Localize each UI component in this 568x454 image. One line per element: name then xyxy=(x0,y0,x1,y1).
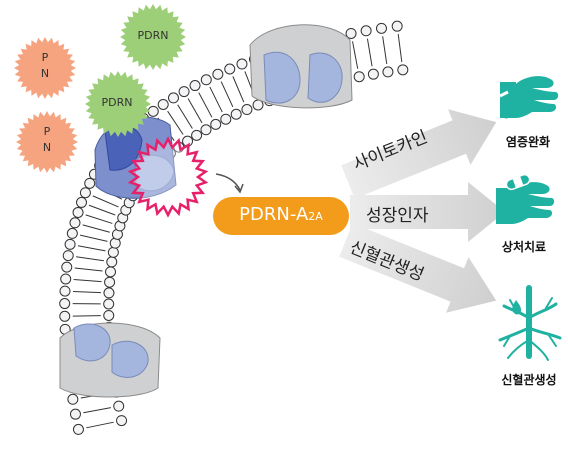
lipid-head xyxy=(104,310,114,320)
lipid-head xyxy=(237,59,247,69)
outcome-label-wound-healing: 상처치료 xyxy=(486,238,562,255)
outcome-label-angiogenesis: 신혈관생성 xyxy=(490,371,568,388)
lipid-head xyxy=(62,262,72,272)
lipid-tail xyxy=(78,246,106,251)
lipid-head xyxy=(117,416,127,426)
lipid-head xyxy=(70,218,80,228)
lipid-head xyxy=(106,267,116,277)
lipid-head xyxy=(85,178,95,188)
lipid-tail xyxy=(367,39,372,67)
lipid-head xyxy=(61,274,71,284)
lipid-head xyxy=(213,69,223,79)
lipid-head xyxy=(179,87,189,97)
lipid-tail xyxy=(73,316,101,317)
lipid-tail xyxy=(86,422,113,428)
lipid-head xyxy=(225,64,235,74)
lipid-tail xyxy=(188,99,202,123)
lipid-tail xyxy=(75,268,103,271)
lipid-head xyxy=(60,286,70,296)
blood-vessel-icon xyxy=(500,288,560,360)
lipid-tail xyxy=(221,82,233,107)
lipid-head xyxy=(70,409,80,419)
lipid-head xyxy=(60,299,70,309)
lipid-head xyxy=(63,251,73,261)
lipid-tail xyxy=(398,34,402,62)
lipid-head xyxy=(192,130,202,140)
lipid-tail xyxy=(233,76,244,102)
lipid-head xyxy=(354,72,364,82)
lipid-tail xyxy=(76,257,104,261)
lipid-tail xyxy=(89,205,115,215)
outcome-label-inflammation: 염증완화 xyxy=(490,133,566,150)
receptor-label: PDRN-A2A xyxy=(213,204,349,228)
lipid-head xyxy=(383,67,393,77)
arrow-label-growth-factor: 성장인자 xyxy=(366,201,476,226)
lipid-head xyxy=(158,100,168,110)
lipid-head xyxy=(107,257,117,267)
lipid-head xyxy=(231,109,241,119)
lipid-tail xyxy=(83,408,111,413)
lipid-head xyxy=(168,93,178,103)
receptor-label-main: PDRN-A xyxy=(239,204,308,225)
membrane-protein-bottom xyxy=(60,323,160,397)
lipid-head xyxy=(201,125,211,135)
lipid-tail xyxy=(199,93,212,118)
lipid-tail xyxy=(383,36,387,64)
lipid-tail xyxy=(83,225,110,232)
lipid-head xyxy=(368,69,378,79)
lipid-head xyxy=(108,247,118,257)
pn-label-1: P N xyxy=(32,50,58,82)
lipid-head xyxy=(80,188,90,198)
lipid-head xyxy=(361,26,371,36)
lipid-head xyxy=(376,23,386,33)
lipid-head xyxy=(65,239,75,249)
hand-drop-icon xyxy=(500,76,558,118)
lipid-head xyxy=(105,277,115,287)
lipid-tail xyxy=(93,196,119,207)
lipid-head xyxy=(73,424,83,434)
lipid-head xyxy=(104,288,114,298)
pdrn-label-1: PDRN xyxy=(118,29,188,42)
lipid-head xyxy=(68,394,78,404)
lipid-head xyxy=(114,401,124,411)
lipid-head xyxy=(190,81,200,91)
lipid-head xyxy=(77,197,87,207)
membrane-protein-top xyxy=(250,25,352,108)
lipid-head xyxy=(221,114,231,124)
lipid-head xyxy=(201,75,211,85)
lipid-head xyxy=(73,207,83,217)
lipid-head xyxy=(392,21,402,31)
lipid-head xyxy=(67,228,77,238)
lipid-tail xyxy=(178,105,193,129)
pdrn-label-2: PDRN xyxy=(82,96,152,109)
lipid-head xyxy=(104,299,114,309)
lipid-head xyxy=(211,119,221,129)
hand-bandage-icon xyxy=(496,173,554,224)
lipid-head xyxy=(242,105,252,115)
lipid-tail xyxy=(86,215,113,224)
lipid-tail xyxy=(210,87,222,112)
lipid-head xyxy=(60,311,70,321)
receptor-label-sub: 2A xyxy=(308,210,323,223)
lipid-head xyxy=(398,65,408,75)
lipid-tail xyxy=(74,280,102,282)
lipid-tail xyxy=(353,41,358,69)
lipid-tail xyxy=(80,235,107,241)
pn-label-2: P N xyxy=(34,124,60,156)
lipid-tail xyxy=(73,291,101,292)
